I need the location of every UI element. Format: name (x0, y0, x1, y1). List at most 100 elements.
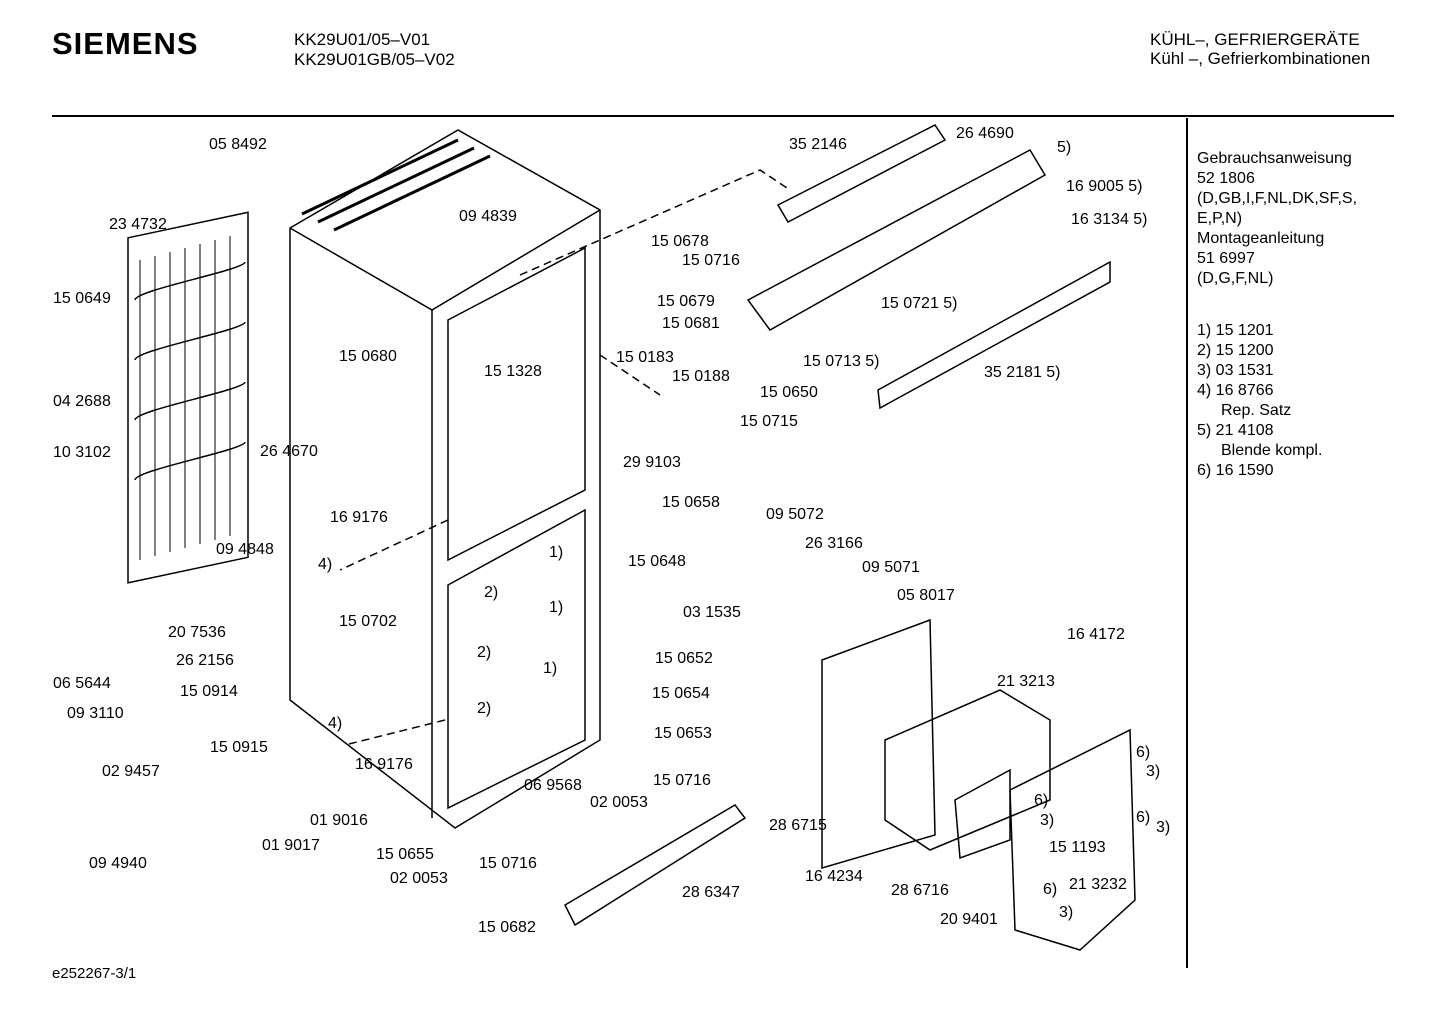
part-label: 15 0915 (210, 739, 268, 756)
part-label: 15 0649 (53, 290, 111, 307)
part-label-group: 05 8492 23 4732 15 0649 04 2688 10 3102 … (53, 125, 1170, 936)
side-note: Montageanleitung (1197, 230, 1325, 247)
part-label: 09 3110 (67, 705, 124, 722)
control-panel-housing (746, 149, 1047, 331)
part-label: 15 0658 (662, 494, 720, 511)
part-label: 29 9103 (623, 454, 681, 471)
part-label: 2) (477, 700, 491, 717)
freezer-compartment (447, 508, 586, 810)
part-label: 15 0188 (672, 368, 730, 385)
part-label: 15 0716 (682, 252, 740, 269)
footnote: Blende kompl. (1221, 442, 1323, 459)
cabinet-body (289, 129, 601, 829)
document-titles: KÜHL–, GEFRIERGERÄTE Kühl –, Gefrierkomb… (1150, 30, 1370, 68)
document-id: e252267-3/1 (52, 965, 137, 982)
part-label: 6) (1136, 744, 1150, 761)
part-label: 28 6716 (891, 882, 949, 899)
part-label: 28 6347 (682, 884, 740, 901)
side-note: 52 1806 (1197, 170, 1255, 187)
compressor-box (954, 768, 1011, 860)
top-vent-slots (301, 138, 491, 232)
part-label: 4) (318, 556, 332, 573)
sidebar-divider (1186, 118, 1188, 968)
part-label: 09 4839 (459, 208, 517, 225)
part-label: 23 4732 (109, 216, 167, 233)
part-label: 01 9016 (310, 812, 368, 829)
part-label: 28 6715 (769, 817, 827, 834)
part-label: 15 1328 (484, 363, 542, 380)
part-label: 1) (543, 660, 557, 677)
part-label: 15 1193 (1049, 839, 1106, 856)
cabinet-front-edge (289, 209, 601, 311)
part-label: 15 0716 (479, 855, 537, 872)
header-divider (52, 115, 1394, 117)
part-label: 16 9176 (330, 509, 388, 526)
condenser-tubes (139, 236, 231, 560)
part-label: 1) (549, 544, 563, 561)
part-label: 15 0680 (339, 348, 397, 365)
side-notes: Gebrauchsanweisung 52 1806 (D,GB,I,F,NL,… (1197, 149, 1357, 481)
footnote: 4) 16 8766 (1197, 382, 1274, 399)
part-label: 3) (1156, 819, 1170, 836)
part-label: 15 0679 (657, 293, 715, 310)
model-number-1: KK29U01/05–V01 (294, 30, 431, 49)
part-label: 20 7536 (168, 624, 226, 641)
side-note-spacer (1197, 289, 1357, 309)
part-label: 15 0654 (652, 685, 710, 702)
part-label: 15 0650 (760, 384, 818, 401)
part-label: 16 3134 5) (1071, 211, 1148, 228)
part-label: 15 0652 (655, 650, 713, 667)
evaporator-rear-cover (1009, 728, 1136, 951)
part-label: 02 0053 (590, 794, 648, 811)
display-cover (877, 260, 1111, 410)
side-note: E,P,N) (1197, 210, 1243, 227)
dashed-leader (339, 169, 791, 746)
part-label: 26 2156 (176, 652, 234, 669)
part-label: 3) (1146, 763, 1160, 780)
part-label: 15 0655 (376, 846, 434, 863)
part-label: 16 9176 (355, 756, 413, 773)
part-label: 35 2146 (789, 136, 847, 153)
part-label: 2) (484, 584, 498, 601)
part-label: 09 4848 (216, 541, 274, 558)
part-label: 3) (1059, 904, 1073, 921)
part-label: 15 0648 (628, 553, 686, 570)
control-strip-upper (776, 124, 947, 223)
evaporator-panel (821, 618, 936, 870)
part-label: 05 8017 (897, 587, 955, 604)
side-note: (D,GB,I,F,NL,DK,SF,S, (1197, 190, 1358, 207)
footnote: 1) 15 1201 (1197, 322, 1274, 339)
footnote: Rep. Satz (1221, 402, 1292, 419)
part-label: 15 0713 5) (803, 353, 880, 370)
exploded-parts-diagram: 05 8492 23 4732 15 0649 04 2688 10 3102 … (53, 124, 1170, 951)
part-label: 15 0653 (654, 725, 712, 742)
footnote: 5) 21 4108 (1197, 422, 1274, 439)
part-label: 26 4670 (260, 443, 318, 460)
footnote: 3) 03 1531 (1197, 362, 1274, 379)
part-label: 15 0183 (616, 349, 674, 366)
part-label: 16 4234 (805, 868, 863, 885)
part-label: 15 0716 (653, 772, 711, 789)
part-label: 21 3232 (1069, 876, 1127, 893)
part-label: 15 0682 (478, 919, 536, 936)
title-line-2: Kühl –, Gefrierkombinationen (1150, 49, 1371, 68)
brand-logo: SIEMENS (52, 26, 199, 61)
part-label: 10 3102 (53, 444, 111, 461)
part-label: 06 5644 (53, 675, 111, 692)
part-label: 3) (1040, 812, 1054, 829)
model-number-2: KK29U01GB/05–V02 (294, 50, 455, 69)
part-label: 21 3213 (997, 673, 1055, 690)
side-note: 51 6997 (1197, 250, 1255, 267)
part-label: 26 4690 (956, 125, 1014, 142)
part-label: 02 9457 (102, 763, 160, 780)
part-label: 15 0678 (651, 233, 709, 250)
part-label: 16 4172 (1067, 626, 1125, 643)
part-label: 06 9568 (524, 777, 582, 794)
part-label: 15 0721 5) (881, 295, 958, 312)
part-label: 09 4940 (89, 855, 147, 872)
part-label: 6) (1043, 881, 1057, 898)
part-label: 6) (1034, 792, 1048, 809)
model-numbers: KK29U01/05–V01 KK29U01GB/05–V02 (294, 30, 455, 70)
side-note: (D,G,F,NL) (1197, 270, 1274, 287)
footnote: 2) 15 1200 (1197, 342, 1274, 359)
